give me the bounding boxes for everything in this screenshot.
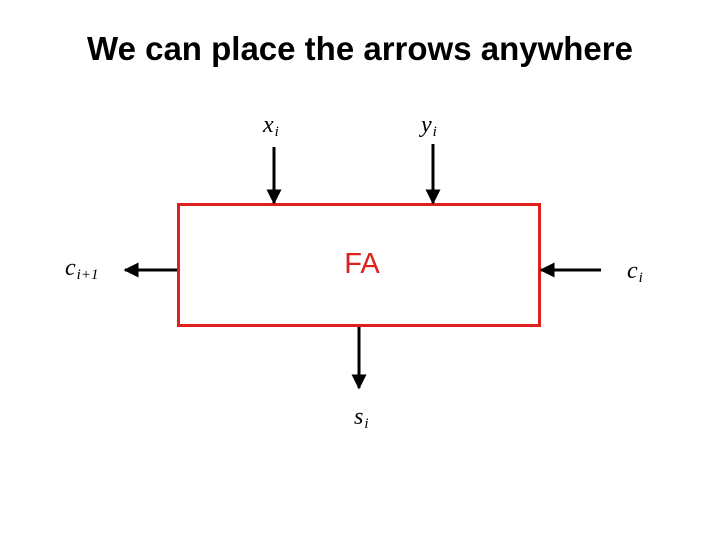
carry-in-label: ci [627,258,643,286]
slide-title: We can place the arrows anywhere [87,30,633,67]
full-adder-label: FA [344,248,380,280]
carry-out-base: c [65,255,76,281]
y-input-base: y [421,112,432,138]
carry-in-subscript: i [638,270,643,286]
sum-output-subscript: i [364,416,369,432]
carry-out-subscript: i+1 [76,267,99,283]
carry-out-label: ci+1 [65,255,99,283]
y-input-subscript: i [432,124,437,140]
y-input-label: yi [421,112,437,140]
carry-in-base: c [627,258,638,284]
x-input-subscript: i [274,124,279,140]
x-input-label: xi [263,112,279,140]
sum-output-base: s [354,404,364,430]
sum-output-label: si [354,404,369,432]
x-input-base: x [263,112,274,138]
